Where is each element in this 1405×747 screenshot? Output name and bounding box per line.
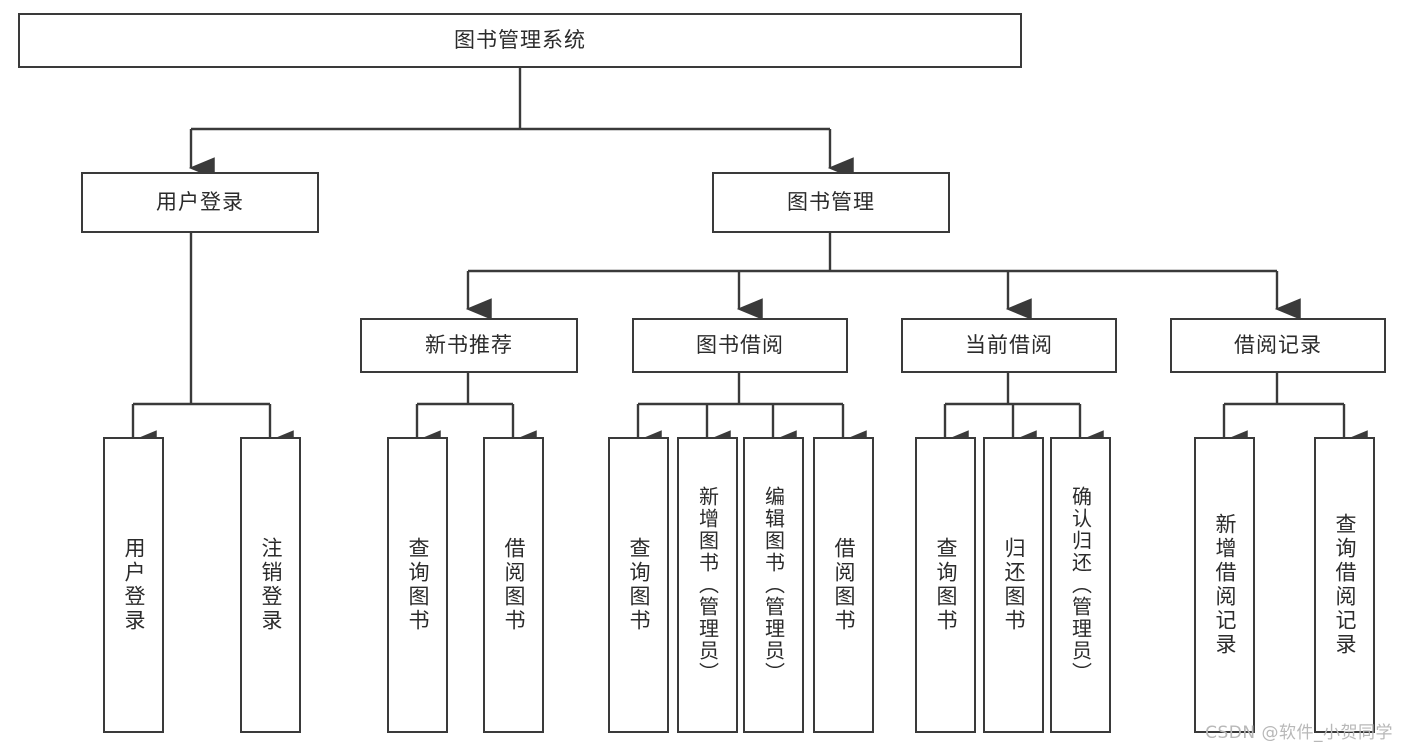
leaf-query-book-borrow[interactable]: 查询图书 <box>608 437 669 733</box>
leaf-borrow-book[interactable]: 借阅图书 <box>813 437 874 733</box>
watermark-text: CSDN @软件_小贺同学 <box>1205 723 1393 743</box>
node-book-borrow[interactable]: 图书借阅 <box>632 318 848 373</box>
leaf-return-book[interactable]: 归还图书 <box>983 437 1044 733</box>
node-new-book-recommend[interactable]: 新书推荐 <box>360 318 578 373</box>
leaf-query-book-recommend[interactable]: 查询图书 <box>387 437 448 733</box>
node-root[interactable]: 图书管理系统 <box>18 13 1022 68</box>
leaf-confirm-return-admin[interactable]: 确认归还（管理员） <box>1050 437 1111 733</box>
leaf-borrow-book-recommend[interactable]: 借阅图书 <box>483 437 544 733</box>
node-book-management[interactable]: 图书管理 <box>712 172 950 233</box>
node-current-borrow[interactable]: 当前借阅 <box>901 318 1117 373</box>
leaf-edit-book-admin[interactable]: 编辑图书（管理员） <box>743 437 804 733</box>
node-borrow-record[interactable]: 借阅记录 <box>1170 318 1386 373</box>
node-user-login[interactable]: 用户登录 <box>81 172 319 233</box>
leaf-query-book-current[interactable]: 查询图书 <box>915 437 976 733</box>
leaf-add-borrow-record[interactable]: 新增借阅记录 <box>1194 437 1255 733</box>
leaf-user-login[interactable]: 用户登录 <box>103 437 164 733</box>
leaf-add-book-admin[interactable]: 新增图书（管理员） <box>677 437 738 733</box>
leaf-logout[interactable]: 注销登录 <box>240 437 301 733</box>
leaf-query-borrow-record[interactable]: 查询借阅记录 <box>1314 437 1375 733</box>
